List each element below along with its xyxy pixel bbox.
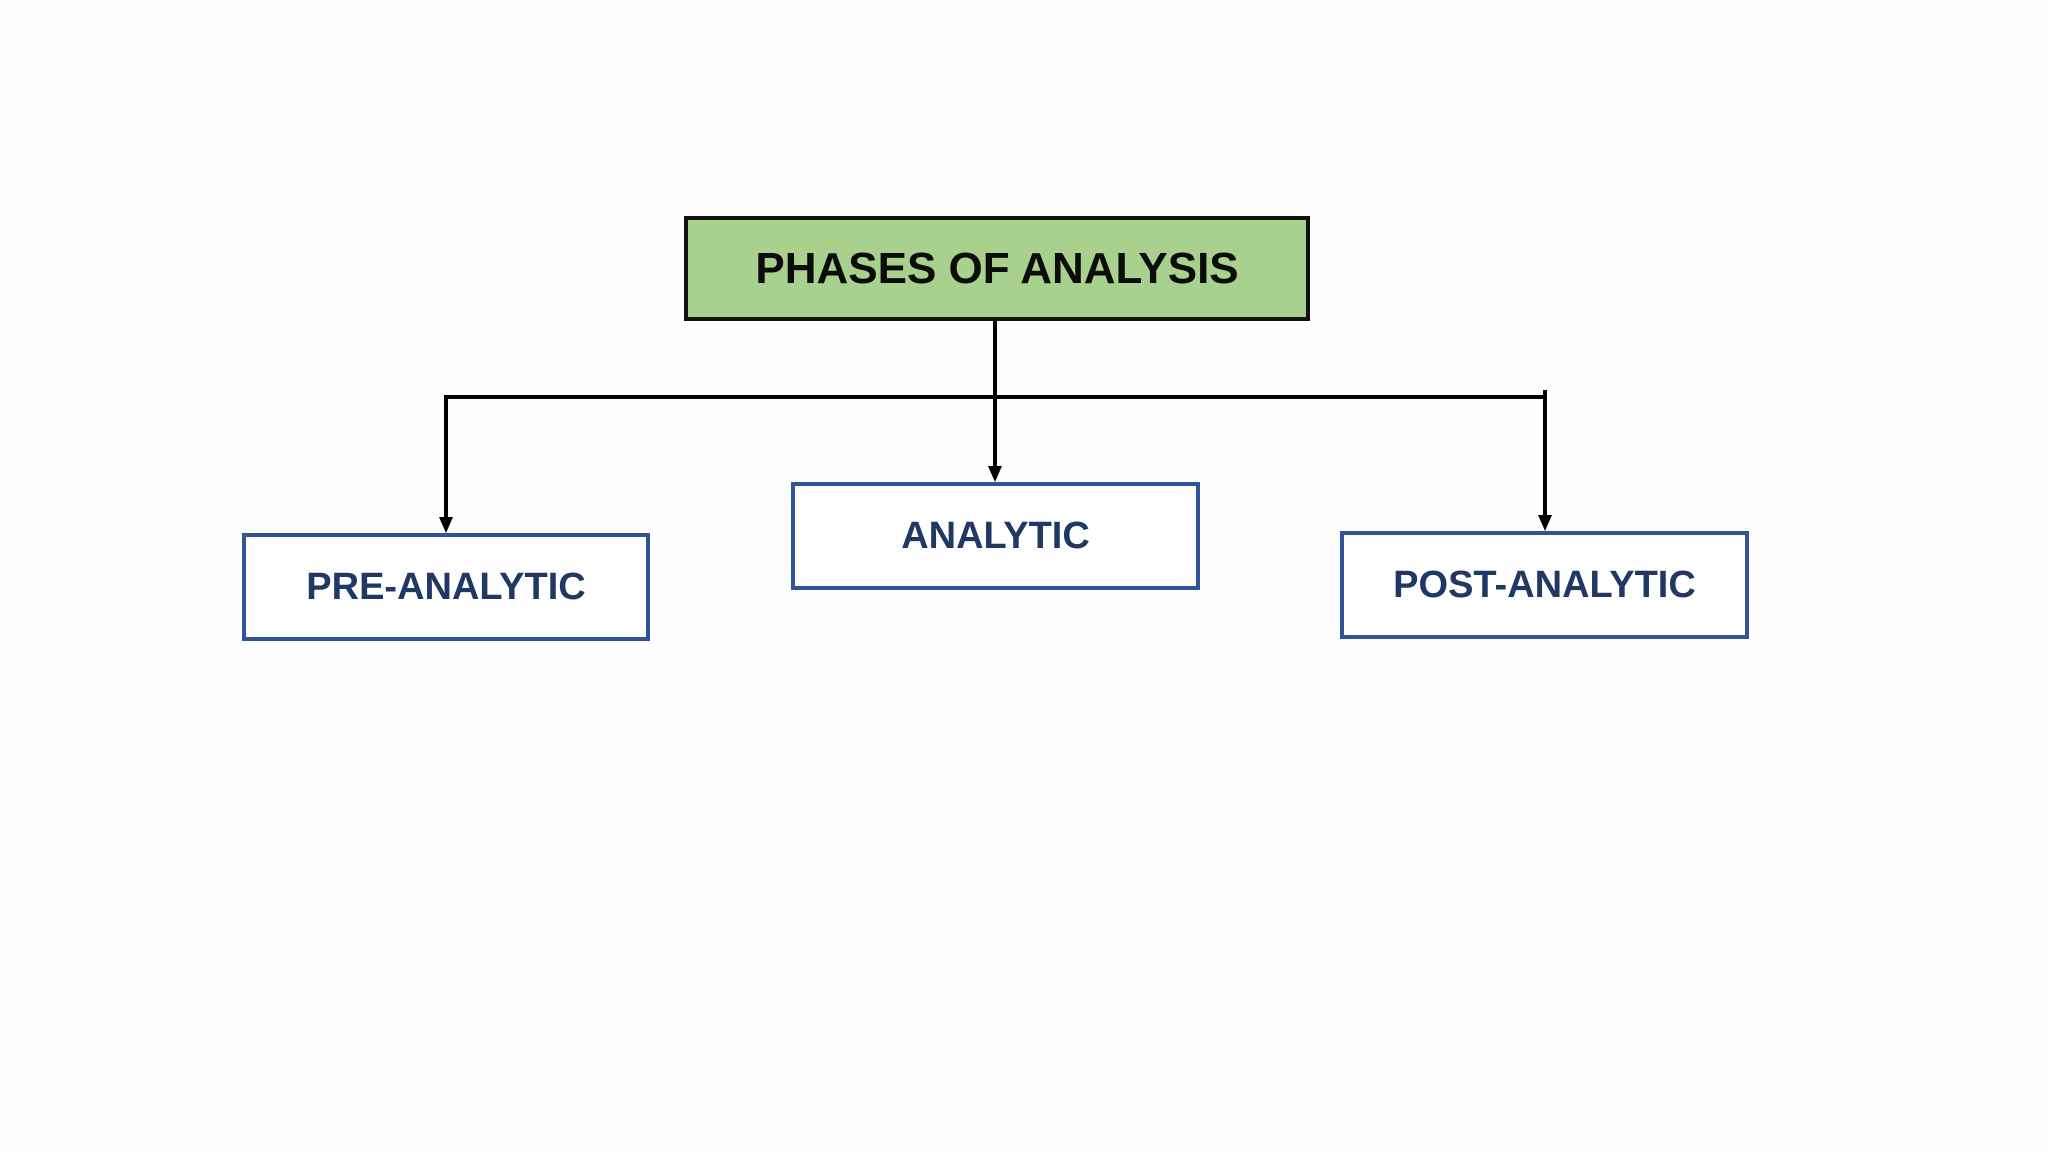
root-node-label: PHASES OF ANALYSIS bbox=[755, 243, 1239, 293]
node-analytic-label: ANALYTIC bbox=[901, 514, 1090, 557]
node-pre-analytic: PRE-ANALYTIC bbox=[242, 533, 650, 641]
node-post-analytic-label: POST-ANALYTIC bbox=[1393, 563, 1696, 606]
node-pre-analytic-label: PRE-ANALYTIC bbox=[306, 565, 586, 608]
node-post-analytic: POST-ANALYTIC bbox=[1340, 531, 1749, 639]
node-analytic: ANALYTIC bbox=[791, 482, 1200, 590]
root-node-phases-of-analysis: PHASES OF ANALYSIS bbox=[684, 216, 1310, 321]
arrowhead-pre-analytic bbox=[439, 517, 453, 533]
arrowhead-post-analytic bbox=[1538, 515, 1552, 531]
arrowhead-analytic bbox=[988, 466, 1002, 482]
